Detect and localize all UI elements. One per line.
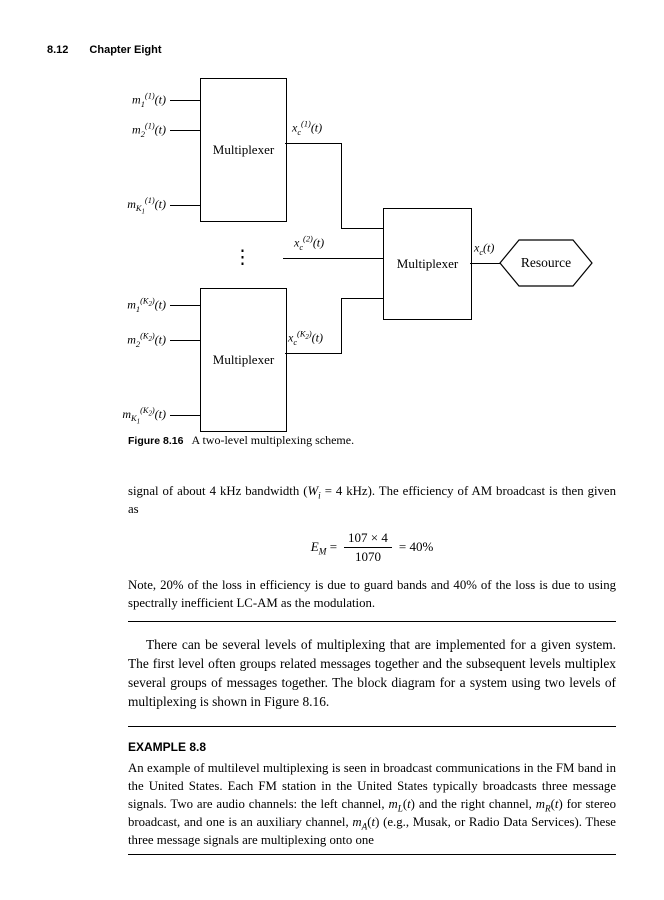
signal-label-mK1-1: mK1(1)(t) [127, 195, 166, 217]
multiplexer-top-label: Multiplexer [212, 142, 275, 157]
fraction-numerator: 107 × 4 [344, 530, 392, 548]
signal-label-m1-1: m1(1)(t) [132, 91, 166, 109]
signal-path-line [285, 143, 342, 144]
input-line [170, 100, 200, 101]
signal-path-line [470, 263, 500, 264]
signal-label-mK1-K2: mK1(K2)(t) [122, 405, 166, 427]
example-rule-top [128, 726, 616, 727]
figure-caption-label: Figure 8.16 [128, 435, 184, 447]
signal-label-xc-1: xc(1)(t) [292, 119, 323, 137]
signal-label-xc: xc(t) [474, 240, 495, 257]
input-line [170, 130, 200, 131]
page-number: 8.12 [47, 44, 69, 56]
resource-node: Resource [499, 239, 593, 287]
example-rule-bottom [128, 854, 616, 855]
signal-path-line [341, 228, 383, 229]
signal-label-xc-K2: xc(K2)(t) [288, 329, 323, 347]
chapter-title: Chapter Eight [89, 44, 162, 56]
signal-path-line [341, 298, 342, 354]
multiplexer-bottom-label: Multiplexer [212, 352, 275, 367]
figure-caption-text: A two-level multiplexing scheme. [191, 433, 355, 447]
equation-rhs: = 40% [398, 539, 434, 554]
example-paragraph: An example of multilevel multiplexing is… [128, 761, 616, 847]
signal-label-m2-1: m2(1)(t) [132, 121, 166, 139]
signal-path-line [285, 353, 342, 354]
section-rule-top [128, 621, 616, 622]
equation-lhs: EM = [310, 539, 338, 558]
signal-path-line [341, 143, 342, 229]
figure-8-16-diagram: Multiplexer m1(1)(t) m2(1)(t) mK1(1)(t) … [0, 70, 664, 440]
input-line [170, 205, 200, 206]
input-line [170, 305, 200, 306]
running-head: 8.12 Chapter Eight [47, 44, 162, 56]
signal-path-line [283, 258, 383, 259]
resource-label: Resource [520, 255, 572, 270]
figure-caption: Figure 8.16 A two-level multiplexing sche… [128, 433, 616, 448]
para-note: Note, 20% of the loss in efficiency is d… [128, 578, 616, 610]
multiplexer-top-box: Multiplexer [200, 78, 287, 222]
multiplexer-final-box: Multiplexer [383, 208, 472, 320]
para-multiplexing-levels: There can be several levels of multiplex… [128, 637, 616, 709]
vertical-ellipsis: ⋮ [233, 247, 252, 269]
example-heading: EXAMPLE 8.8 [128, 740, 207, 754]
multiplexer-bottom-box: Multiplexer [200, 288, 287, 432]
multiplexer-final-label: Multiplexer [396, 256, 459, 271]
input-line [170, 415, 200, 416]
resource-hexagon-shape [499, 239, 593, 287]
signal-label-m2-K2: m2(K2)(t) [127, 331, 166, 349]
equation-fraction: 107 × 4 1070 [344, 530, 392, 565]
text-column: signal of about 4 kHz bandwidth (Wi = 4 … [128, 482, 616, 855]
input-line [170, 340, 200, 341]
fraction-denominator: 1070 [354, 548, 381, 564]
efficiency-equation: EM = 107 × 4 1070 = 40% [128, 527, 616, 567]
signal-label-xc-2: xc(2)(t) [294, 234, 325, 252]
signal-label-m1-K2: m1(K2)(t) [127, 296, 166, 314]
para-signal-bandwidth: signal of about 4 kHz bandwidth (Wi = 4 … [128, 484, 617, 516]
signal-path-line [341, 298, 383, 299]
